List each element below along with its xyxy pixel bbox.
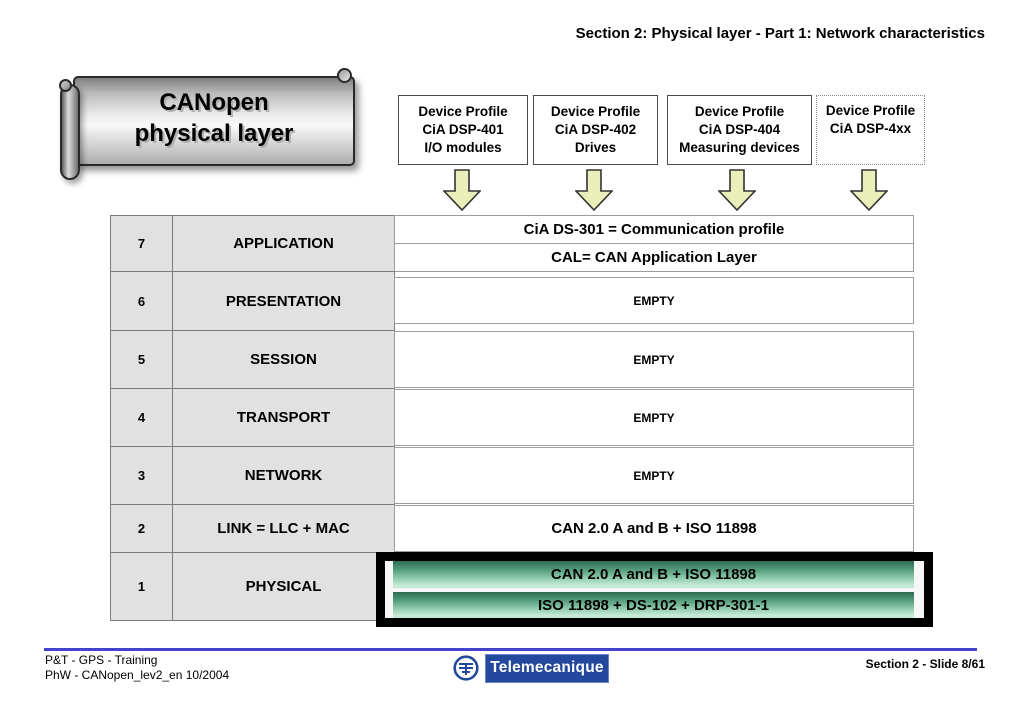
device-profile-line: Device Profile bbox=[418, 104, 508, 119]
device-profile-line: I/O modules bbox=[424, 140, 502, 155]
layer-name-cell: NETWORK bbox=[172, 446, 395, 505]
layer-name-cell: SESSION bbox=[172, 330, 395, 389]
footer-left-text: P&T - GPS - Training PhW - CANopen_lev2_… bbox=[45, 653, 229, 683]
scroll-banner-left-hook bbox=[59, 79, 72, 92]
layer-name-cell: LINK = LLC + MAC bbox=[172, 504, 395, 553]
telemecanique-logo-icon bbox=[453, 655, 479, 681]
layer-number-cell: 4 bbox=[110, 388, 173, 447]
layer-value-cell: EMPTY bbox=[394, 277, 914, 324]
device-profile-line: Drives bbox=[574, 140, 617, 155]
physical-bar-iso: ISO 11898 + DS-102 + DRP-301-1 bbox=[393, 592, 914, 618]
banner-line-2: physical layer bbox=[134, 120, 294, 147]
device-profile-line: Device Profile bbox=[825, 103, 916, 118]
down-arrow-icon bbox=[718, 169, 756, 211]
layer-value-cell: CiA DS-301 = Communication profile bbox=[394, 215, 914, 244]
footer-divider bbox=[44, 648, 977, 651]
device-profile-line: CiA DSP-402 bbox=[554, 122, 637, 137]
down-arrow-icon bbox=[443, 169, 481, 211]
down-arrow-outline bbox=[850, 169, 888, 211]
telemecanique-logo-label: Telemecanique bbox=[485, 653, 609, 683]
footer-slide-number: Section 2 - Slide 8/61 bbox=[865, 657, 985, 671]
layer-number-cell: 1 bbox=[110, 552, 173, 621]
layer-name-cell: APPLICATION bbox=[172, 215, 395, 272]
device-profile-line: Device Profile bbox=[550, 104, 641, 119]
scroll-banner-title: CANopen physical layer bbox=[73, 87, 355, 149]
device-profile-box-dsp404: Device Profile CiA DSP-404 Measuring dev… bbox=[667, 95, 812, 165]
layer-name-cell: PRESENTATION bbox=[172, 271, 395, 331]
device-profile-box-dsp401: Device Profile CiA DSP-401 I/O modules bbox=[398, 95, 528, 165]
down-arrow-outline bbox=[575, 169, 613, 211]
layer-value-cell: CAN 2.0 A and B + ISO 11898 bbox=[394, 505, 914, 552]
layer-value-cell: EMPTY bbox=[394, 447, 914, 504]
footer-credit-line-1: P&T - GPS - Training bbox=[45, 653, 158, 667]
down-arrow-shape bbox=[719, 170, 755, 210]
layer-number-cell: 3 bbox=[110, 446, 173, 505]
layer-value-cell: EMPTY bbox=[394, 389, 914, 446]
layer-number-cell: 5 bbox=[110, 330, 173, 389]
telemecanique-logo: Telemecanique bbox=[452, 653, 609, 683]
down-arrow-outline bbox=[443, 169, 481, 211]
page-title: Section 2: Physical layer - Part 1: Netw… bbox=[575, 25, 985, 42]
down-arrow-shape bbox=[444, 170, 480, 210]
device-profile-box-dsp402: Device Profile CiA DSP-402 Drives bbox=[533, 95, 658, 165]
physical-bar-can: CAN 2.0 A and B + ISO 11898 bbox=[393, 561, 914, 588]
down-arrow-shape bbox=[851, 170, 887, 210]
scroll-banner-right-curl bbox=[337, 68, 352, 83]
device-profile-line: CiA DSP-401 bbox=[422, 122, 504, 137]
layer-value-cell: CAL= CAN Application Layer bbox=[394, 243, 914, 272]
layer-name-cell: PHYSICAL bbox=[172, 552, 395, 621]
down-arrow-icon bbox=[575, 169, 613, 211]
scroll-banner-body bbox=[73, 76, 355, 166]
device-profile-line: CiA DSP-404 bbox=[698, 122, 781, 137]
layer-name-cell: TRANSPORT bbox=[172, 388, 395, 447]
banner-line-1: CANopen bbox=[159, 89, 269, 116]
device-profile-line: Device Profile bbox=[694, 104, 785, 119]
layer-value-cell: EMPTY bbox=[394, 331, 914, 388]
device-profile-line: Measuring devices bbox=[679, 140, 800, 155]
device-profile-line: CiA DSP-4xx bbox=[829, 121, 912, 136]
down-arrow-shape bbox=[576, 170, 612, 210]
layer-number-cell: 7 bbox=[110, 215, 173, 272]
device-profile-box-dsp4xx: Device Profile CiA DSP-4xx bbox=[816, 95, 925, 165]
layer-number-cell: 2 bbox=[110, 504, 173, 553]
layer-number-cell: 6 bbox=[110, 271, 173, 331]
down-arrow-outline bbox=[718, 169, 756, 211]
footer-credit-line-2: PhW - CANopen_lev2_en 10/2004 bbox=[45, 668, 230, 682]
down-arrow-icon bbox=[850, 169, 888, 211]
